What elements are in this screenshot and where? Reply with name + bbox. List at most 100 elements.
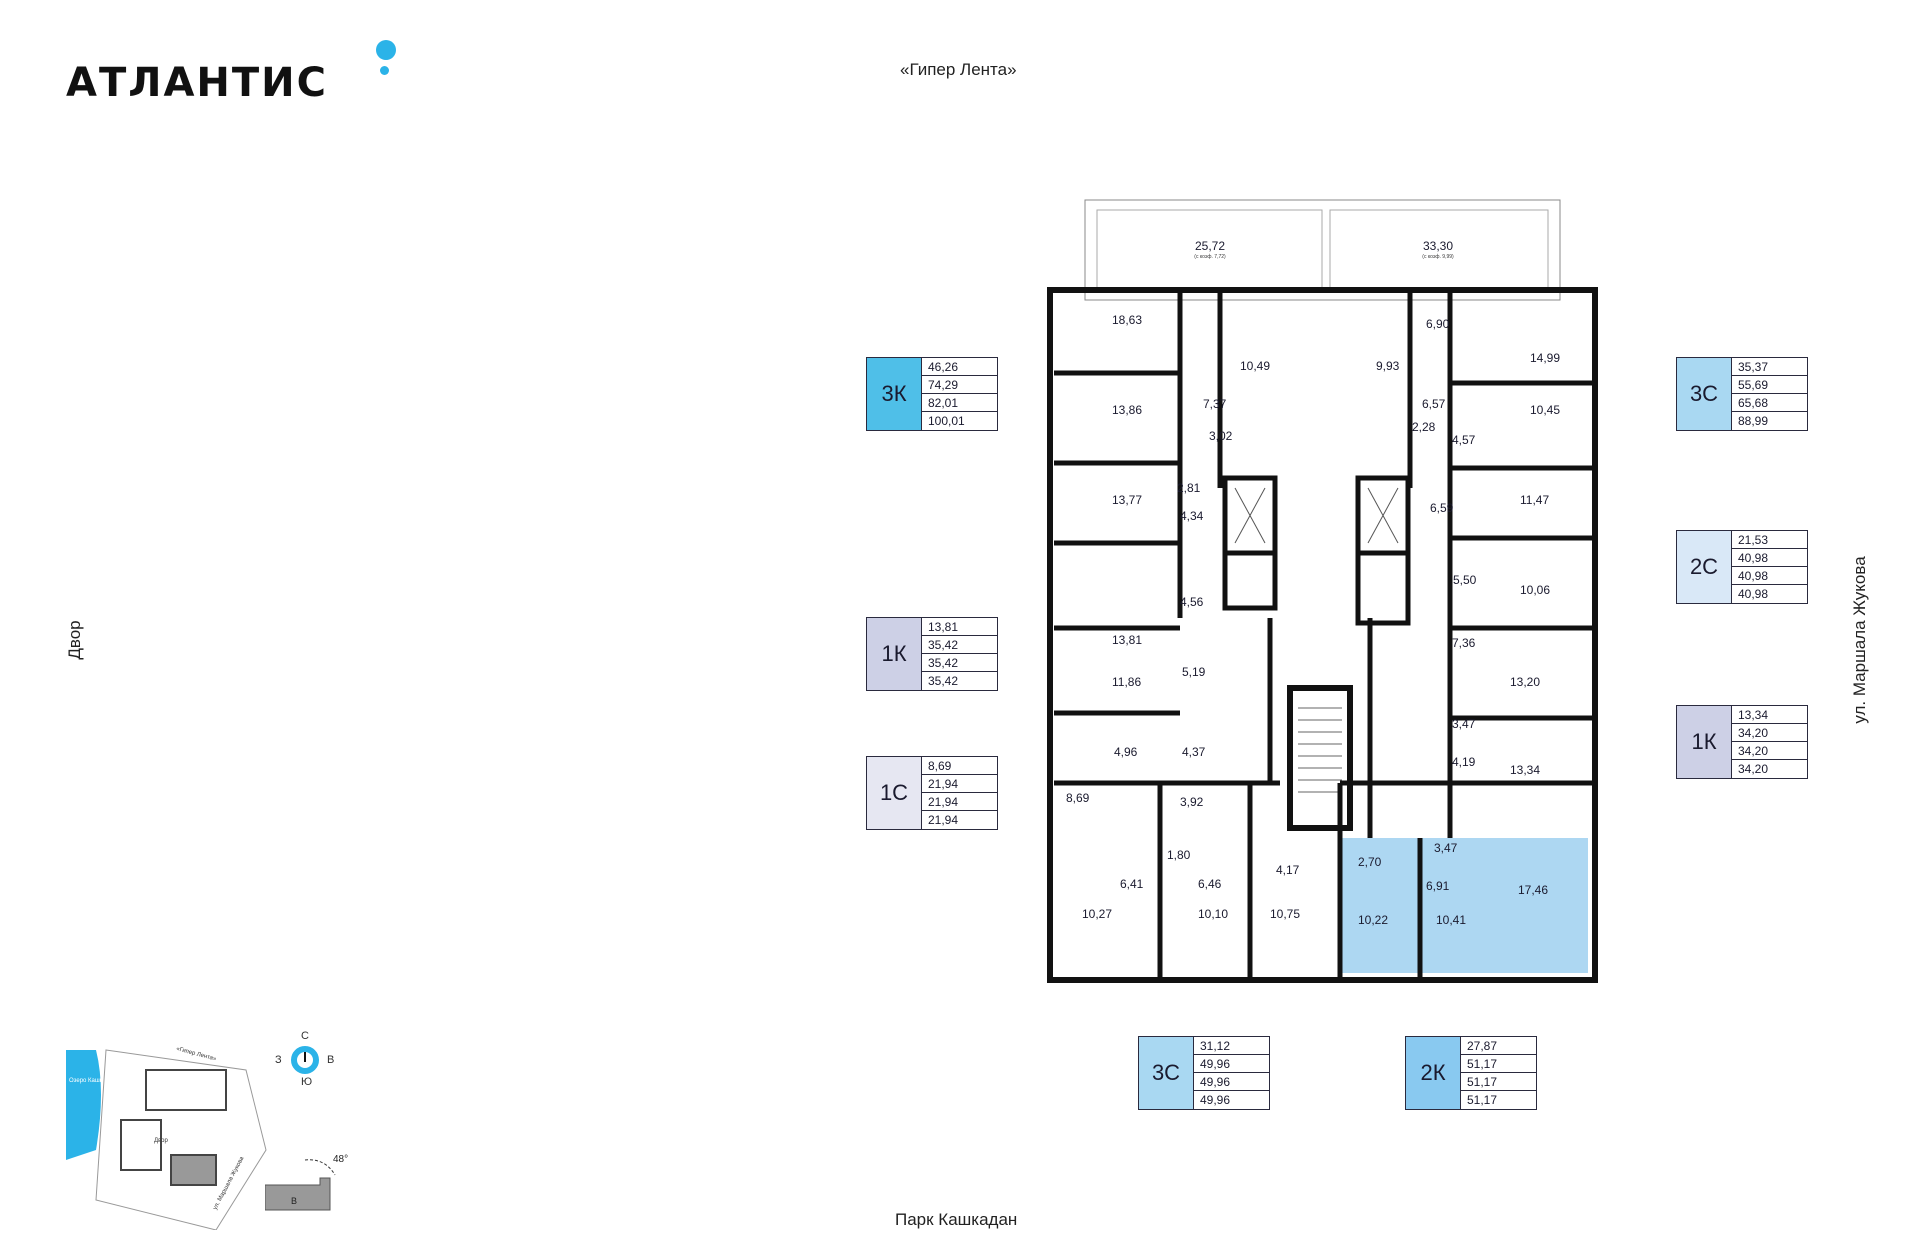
room-area: 3,47 — [1434, 841, 1458, 855]
room-area: 10,45 — [1530, 403, 1560, 417]
compass-south: Ю — [301, 1076, 313, 1088]
mini-building-a — [145, 1069, 227, 1111]
interior-walls — [1054, 293, 1592, 978]
legend-values: 13,81 35,42 35,42 35,42 — [922, 617, 998, 691]
legend-value: 46,26 — [922, 358, 997, 376]
compass-north: С — [301, 1030, 309, 1042]
legend-code: 1К — [1676, 705, 1732, 779]
legend-value: 8,69 — [922, 757, 997, 775]
legend-value: 35,42 — [928, 674, 959, 688]
floor-plan: 25,72 (с коэф. 7,72) 33,30 (с коэф. 9,99… — [1047, 199, 1598, 983]
angle-label: 48° — [333, 1154, 348, 1165]
orientation-left: Двор — [65, 620, 84, 660]
room-area: 9,93 — [1376, 359, 1400, 373]
legend-code: 1К — [866, 617, 922, 691]
legend-values: 13,34 34,20 34,20 34,20 — [1732, 705, 1808, 779]
legend-value: 34,20 — [1732, 742, 1807, 760]
legend-value: 35,37 — [1732, 358, 1807, 376]
room-area: 18,63 — [1112, 313, 1142, 327]
room-area: 6,46 — [1198, 877, 1222, 891]
room-area: 4,34 — [1180, 509, 1204, 523]
room-area: 10,06 — [1520, 583, 1550, 597]
room-area: 4,17 — [1276, 863, 1300, 877]
room-area: 3,02 — [1209, 429, 1233, 443]
lake-shape — [66, 1050, 101, 1160]
highlighted-apartment — [1340, 838, 1588, 973]
legend-box-1c: 1С 8,69 21,94 21,94 21,94 — [866, 756, 998, 830]
legend-value: 21,94 — [922, 793, 997, 811]
terrace-right-area: 33,30 — [1423, 239, 1453, 253]
room-area: 14,99 — [1530, 351, 1560, 365]
logo-dot-icon — [376, 40, 396, 60]
legend-value: 21,53 — [1732, 531, 1807, 549]
room-area: 4,56 — [1180, 595, 1204, 609]
room-area: 6,41 — [1120, 877, 1144, 891]
room-area: 1,80 — [1167, 848, 1191, 862]
room-area: 7,37 — [1203, 397, 1227, 411]
orientation-top: «Гипер Лента» — [900, 60, 1017, 79]
legend-box-3c-right: 3С 35,37 55,69 65,68 88,99 — [1676, 357, 1808, 431]
legend-value: 40,98 — [1732, 549, 1807, 567]
legend-value: 40,98 — [1738, 587, 1769, 601]
legend-box-2k: 2К 27,87 51,17 51,17 51,17 — [1405, 1036, 1537, 1110]
legend-box-1k-right: 1К 13,34 34,20 34,20 34,20 — [1676, 705, 1808, 779]
brand-logo: АТЛАНТИС — [66, 60, 329, 106]
legend-values: 8,69 21,94 21,94 21,94 — [922, 756, 998, 830]
legend-value: 21,94 — [922, 775, 997, 793]
room-area: 11,47 — [1520, 493, 1549, 507]
site-mini-map: Озеро Кашкадан «Гипер Лента» Двор ул. Ма… — [66, 1046, 267, 1230]
room-area: 2,70 — [1358, 855, 1382, 869]
lake-label: Озеро Кашкадан — [69, 1078, 116, 1084]
legend-value: 40,98 — [1732, 567, 1807, 585]
legend-value: 13,81 — [922, 618, 997, 636]
room-area: 3,47 — [1452, 717, 1476, 731]
room-area: 8,69 — [1066, 791, 1090, 805]
room-area: 2,28 — [1412, 420, 1436, 434]
legend-box-2c: 2С 21,53 40,98 40,98 40,98 — [1676, 530, 1808, 604]
legend-values: 46,26 74,29 82,01 100,01 — [922, 357, 998, 431]
legend-value: 74,29 — [922, 376, 997, 394]
legend-value: 13,34 — [1732, 706, 1807, 724]
legend-value: 65,68 — [1732, 394, 1807, 412]
legend-value: 27,87 — [1461, 1037, 1536, 1055]
mini-building-b — [120, 1119, 162, 1171]
room-area: 4,37 — [1182, 745, 1206, 759]
mini-street-label: ул. Маршала Жукова — [212, 1155, 245, 1211]
legend-value: 55,69 — [1732, 376, 1807, 394]
legend-value: 49,96 — [1194, 1073, 1269, 1091]
room-area: 10,75 — [1270, 907, 1300, 921]
room-area: 10,22 — [1358, 913, 1388, 927]
room-area: 13,34 — [1510, 763, 1540, 777]
elevator-4 — [1355, 550, 1411, 626]
legend-code: 3С — [1676, 357, 1732, 431]
legend-code: 1С — [866, 756, 922, 830]
logo-dot-small-icon — [380, 66, 389, 75]
legend-value: 51,17 — [1461, 1073, 1536, 1091]
mini-top-label: «Гипер Лента» — [175, 1046, 217, 1063]
room-area: 10,41 — [1436, 913, 1466, 927]
orientation-angle: В 48° — [264, 1150, 375, 1215]
room-area: 6,57 — [1422, 397, 1446, 411]
elevator-2 — [1222, 550, 1278, 611]
legend-value: 21,94 — [928, 813, 959, 827]
room-area: 2,81 — [1177, 481, 1201, 495]
stairs — [1298, 707, 1342, 793]
mini-building-c — [170, 1154, 217, 1186]
building-angle-icon: В 48° — [264, 1154, 348, 1211]
legend-box-1k-left: 1К 13,81 35,42 35,42 35,42 — [866, 617, 998, 691]
legend-values: 21,53 40,98 40,98 40,98 — [1732, 530, 1808, 604]
legend-value: 34,20 — [1738, 762, 1769, 776]
room-area: 10,10 — [1198, 907, 1228, 921]
room-area: 3,92 — [1180, 795, 1204, 809]
legend-values: 27,87 51,17 51,17 51,17 — [1461, 1036, 1537, 1110]
legend-value: 88,99 — [1738, 414, 1769, 428]
terrace-left-area: 25,72 — [1195, 239, 1225, 253]
compass-east: В — [327, 1054, 335, 1066]
room-area: 10,27 — [1082, 907, 1112, 921]
site-boundary — [95, 1049, 267, 1230]
legend-values: 31,12 49,96 49,96 49,96 — [1194, 1036, 1270, 1110]
room-area: 4,96 — [1114, 745, 1138, 759]
room-area: 6,90 — [1426, 317, 1450, 331]
terrace-right-note: (с коэф. 9,99) — [1422, 254, 1454, 260]
room-area: 5,19 — [1182, 665, 1206, 679]
